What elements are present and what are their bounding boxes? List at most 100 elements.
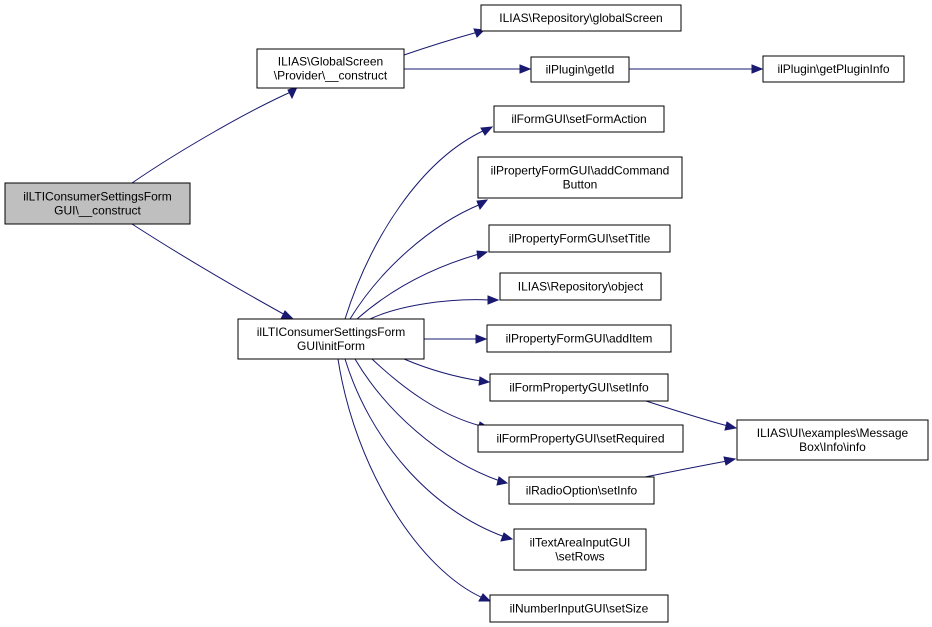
edge-initform-to-addcommandbutton [349, 199, 489, 320]
edge-root-to-initform [131, 223, 295, 320]
node-provider-construct[interactable]: ILIAS\GlobalScreen\Provider\__construct [256, 48, 405, 89]
edge-line [644, 460, 728, 478]
node-box [513, 528, 647, 571]
node-label-line: ilPlugin\getId [546, 63, 615, 77]
node-label-line: ILIAS\Repository\object [518, 280, 644, 294]
node-label-line: \setRows [555, 550, 604, 564]
node-plugin-getplugininfo[interactable]: ilPlugin\getPluginInfo [762, 55, 905, 83]
node-box [489, 594, 669, 623]
node-label-line: ilTextAreaInputGUI [530, 536, 631, 550]
node-global-screen[interactable]: ILIAS\Repository\globalScreen [480, 4, 682, 32]
arrowhead [723, 456, 737, 466]
edge-provider-construct-to-plugin-getid [404, 64, 532, 74]
nodes-layer: ilLTIConsumerSettingsFormGUI\__construct… [4, 4, 929, 623]
node-box [256, 48, 405, 89]
node-radio-setinfo[interactable]: ilRadioOption\setInfo [508, 476, 655, 505]
edge-initform-to-setformaction [344, 126, 494, 320]
node-box [499, 272, 662, 301]
edges-layer [131, 28, 764, 602]
edge-initform-to-repo-object [369, 295, 500, 320]
arrowhead [478, 593, 492, 602]
edge-initform-to-setrequired [371, 358, 491, 431]
node-box [477, 156, 683, 199]
edge-line [371, 358, 482, 427]
edge-line [131, 90, 294, 184]
node-box [4, 182, 191, 225]
edge-radio-setinfo-to-messagebox-info [644, 456, 737, 478]
node-box [480, 4, 682, 32]
node-box [508, 476, 655, 505]
edge-plugin-getid-to-plugin-getplugininfo [629, 64, 764, 74]
edge-line [403, 358, 482, 382]
edge-root-to-provider-construct [131, 86, 298, 184]
edge-initform-to-number-setsize [337, 358, 492, 602]
node-label-line: ilPropertyFormGUI\addCommand [491, 164, 670, 178]
edge-prop-setinfo-to-messagebox-info [645, 400, 738, 431]
node-box [736, 419, 929, 461]
edge-line [356, 253, 480, 320]
node-label-line: ilLTIConsumerSettingsForm [23, 190, 172, 204]
arrowhead [751, 64, 764, 74]
node-box [237, 318, 425, 360]
node-box [530, 56, 630, 83]
arrowhead [519, 64, 532, 74]
edge-provider-construct-to-global-screen [403, 28, 486, 56]
edge-line [337, 358, 484, 599]
node-box [488, 224, 671, 253]
node-additem[interactable]: ilPropertyFormGUI\addItem [486, 324, 672, 353]
node-prop-setinfo[interactable]: ilFormPropertyGUI\setInfo [489, 373, 669, 402]
node-label-line: ilFormPropertyGUI\setRequired [496, 432, 664, 446]
edge-line [369, 299, 491, 320]
edge-initform-to-radio-setinfo [354, 358, 509, 486]
edge-line [403, 31, 479, 56]
node-plugin-getid[interactable]: ilPlugin\getId [530, 56, 630, 83]
node-label-line: GUI\__construct [54, 204, 141, 218]
arrowhead [476, 199, 489, 211]
edge-line [354, 358, 501, 482]
arrowhead [724, 421, 738, 431]
node-box [493, 105, 665, 133]
node-label-line: ilFormPropertyGUI\setInfo [509, 381, 649, 395]
node-label-line: ilRadioOption\setInfo [526, 484, 638, 498]
node-box [762, 55, 905, 83]
arrowhead [496, 476, 509, 486]
node-label-line: ilPropertyFormGUI\setTitle [509, 232, 651, 246]
node-box [489, 373, 669, 402]
node-label-line: ilLTIConsumerSettingsForm [257, 325, 406, 339]
node-box [486, 324, 672, 353]
arrowhead [480, 126, 494, 136]
arrowhead [280, 310, 295, 320]
node-label-line: ILIAS\Repository\globalScreen [499, 11, 662, 25]
node-label-line: ilPlugin\getPluginInfo [777, 62, 889, 76]
edge-line [344, 358, 506, 538]
arrowhead [475, 334, 488, 344]
node-setformaction[interactable]: ilFormGUI\setFormAction [493, 105, 665, 133]
node-label-line: ILIAS\UI\examples\Message [757, 426, 909, 440]
edge-initform-to-settitle [356, 250, 489, 320]
node-label-line: ILIAS\GlobalScreen [278, 55, 383, 69]
edge-line [645, 400, 729, 427]
node-label-line: \Provider\__construct [274, 69, 388, 83]
node-repo-object[interactable]: ILIAS\Repository\object [499, 272, 662, 301]
node-label-line: ilPropertyFormGUI\addItem [506, 332, 653, 346]
arrowhead [500, 532, 514, 542]
edge-line [344, 129, 486, 320]
arrowhead [476, 250, 489, 260]
node-label-line: Button [563, 178, 598, 192]
arrowhead [487, 295, 500, 305]
node-label-line: ilNumberInputGUI\setSize [510, 602, 649, 616]
node-settitle[interactable]: ilPropertyFormGUI\setTitle [488, 224, 671, 253]
edge-line [131, 223, 288, 317]
node-number-setsize[interactable]: ilNumberInputGUI\setSize [489, 594, 669, 623]
node-setrequired[interactable]: ilFormPropertyGUI\setRequired [477, 424, 684, 453]
node-textarea-setrows[interactable]: ilTextAreaInputGUI\setRows [513, 528, 647, 571]
node-label-line: GUI\initForm [297, 339, 365, 353]
edge-line [349, 203, 482, 320]
node-label-line: ilFormGUI\setFormAction [511, 112, 646, 126]
arrowhead [287, 86, 298, 100]
